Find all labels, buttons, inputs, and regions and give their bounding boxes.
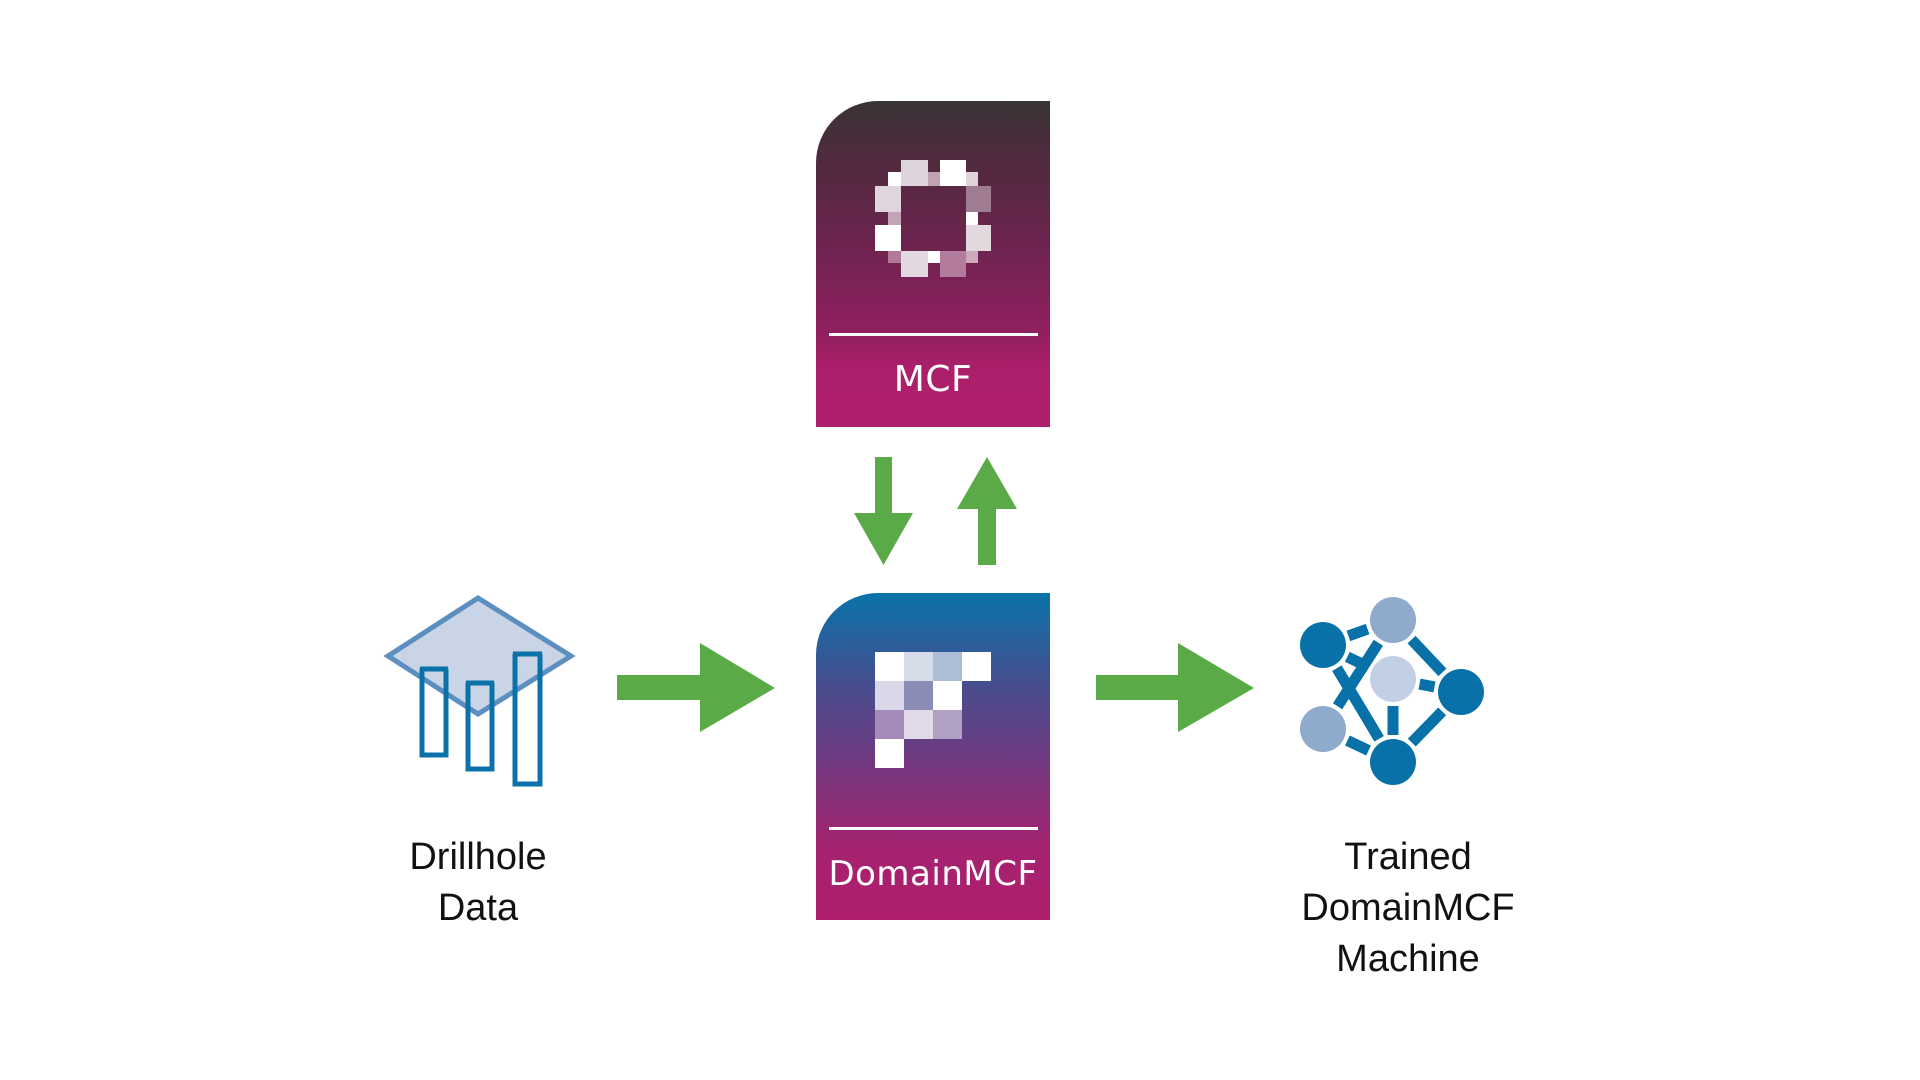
domainmcf-card-divider (829, 827, 1038, 830)
network-node (1438, 669, 1484, 715)
domainmcf-f-logo-icon (875, 652, 992, 769)
arrow-right-icon (1096, 643, 1254, 732)
network-node (1370, 656, 1416, 702)
network-node (1300, 706, 1346, 752)
mcf-ring-logo-icon (875, 160, 991, 277)
drillhole-surface (383, 595, 576, 717)
trained-caption-line: Trained (1344, 836, 1472, 878)
drillhole-caption: Drillhole Data (378, 832, 578, 934)
network-edge (1418, 678, 1436, 693)
drillhole-caption-line: Data (437, 887, 519, 929)
network-edge (1332, 639, 1384, 710)
network-edge (1407, 635, 1447, 677)
arrow-right-icon (617, 643, 775, 732)
network-edge (1345, 735, 1371, 756)
drillhole-caption-line: Drillhole (409, 836, 547, 878)
network-edge (1346, 623, 1370, 642)
domainmcf-card-label: DomainMCF (828, 854, 1038, 894)
arrow-up-icon (957, 457, 1017, 565)
drillhole-data-icon (383, 595, 576, 787)
network-edge (1407, 707, 1447, 747)
mcf-card-divider (829, 333, 1038, 336)
trained-caption-line: DomainMCF (1301, 887, 1515, 929)
network-node (1300, 622, 1346, 668)
network-node (1370, 597, 1416, 643)
network-edge (1332, 665, 1384, 742)
mcf-card: MCF (816, 101, 1050, 427)
domainmcf-card: DomainMCF (816, 593, 1050, 920)
trained-caption-line: Machine (1336, 938, 1480, 980)
network-node (1370, 739, 1416, 785)
neural-network-icon (1300, 597, 1484, 785)
trained-caption: Trained DomainMCF Machine (1258, 832, 1558, 985)
arrow-down-icon (854, 457, 913, 565)
mcf-card-label: MCF (893, 359, 973, 400)
